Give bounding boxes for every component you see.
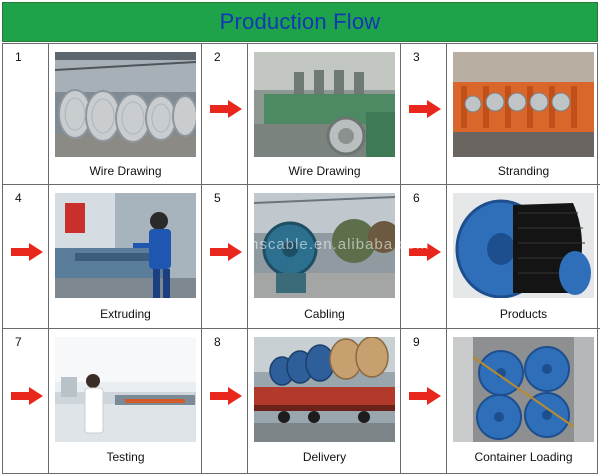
step-9-caption: Container Loading: [474, 450, 573, 464]
step-6-number-cell: 6: [401, 185, 447, 329]
step-number: 9: [413, 335, 420, 349]
step-4-number-cell: 4: [3, 185, 49, 329]
step-6-caption: Products: [499, 307, 548, 321]
step-number: 8: [214, 335, 221, 349]
step-1-photo-wire-coils: [55, 52, 196, 157]
step-1-cell: Wire Drawing: [49, 44, 202, 185]
step-7-number-cell: 7: [3, 329, 49, 473]
step-number: 2: [214, 50, 221, 64]
step-9-number-cell: 9: [401, 329, 447, 473]
right-arrow-icon: [409, 100, 441, 118]
right-arrow-icon: [210, 243, 242, 261]
step-5-caption: Cabling: [304, 307, 345, 321]
step-2-photo-drawing-machine: [254, 52, 395, 157]
step-7-cell: Testing: [49, 329, 202, 473]
step-2-caption: Wire Drawing: [288, 164, 361, 178]
step-7-photo-testing-lab: [55, 337, 196, 442]
step-1-caption: Wire Drawing: [89, 164, 162, 178]
right-arrow-icon: [409, 243, 441, 261]
step-number: 3: [413, 50, 420, 64]
right-arrow-icon: [210, 100, 242, 118]
step-6-photo-cable-reel: [453, 193, 594, 298]
step-5-photo-cabling-drum: [254, 193, 395, 298]
step-6-cell: Products: [447, 185, 600, 329]
step-2-cell: Wire Drawing: [248, 44, 401, 185]
right-arrow-icon: [210, 387, 242, 405]
header-banner: Production Flow: [2, 2, 598, 42]
step-9-cell: Container Loading: [447, 329, 600, 473]
step-4-cell: Extruding: [49, 185, 202, 329]
step-3-photo-stranding-machine: [453, 52, 594, 157]
right-arrow-icon: [409, 387, 441, 405]
step-3-cell: Stranding: [447, 44, 600, 185]
step-number: 1: [15, 50, 22, 64]
step-8-photo-delivery-truck: [254, 337, 395, 442]
step-number: 5: [214, 191, 221, 205]
step-3-number-cell: 3: [401, 44, 447, 185]
step-8-cell: Delivery: [248, 329, 401, 473]
step-8-number-cell: 8: [202, 329, 248, 473]
step-number: 6: [413, 191, 420, 205]
right-arrow-icon: [11, 243, 43, 261]
step-number: 7: [15, 335, 22, 349]
step-3-caption: Stranding: [497, 164, 550, 178]
step-2-number-cell: 2: [202, 44, 248, 185]
step-number: 4: [15, 191, 22, 205]
step-5-cell: Cabling: [248, 185, 401, 329]
page-title: Production Flow: [219, 9, 381, 34]
step-5-number-cell: 5: [202, 185, 248, 329]
production-flow-grid: 1: [2, 43, 600, 474]
step-4-caption: Extruding: [100, 307, 151, 321]
step-9-photo-container-loading: [453, 337, 594, 442]
step-1-number-cell: 1: [3, 44, 49, 185]
step-4-photo-extruding-worker: [55, 193, 196, 298]
step-8-caption: Delivery: [302, 450, 347, 464]
right-arrow-icon: [11, 387, 43, 405]
step-7-caption: Testing: [106, 450, 145, 464]
